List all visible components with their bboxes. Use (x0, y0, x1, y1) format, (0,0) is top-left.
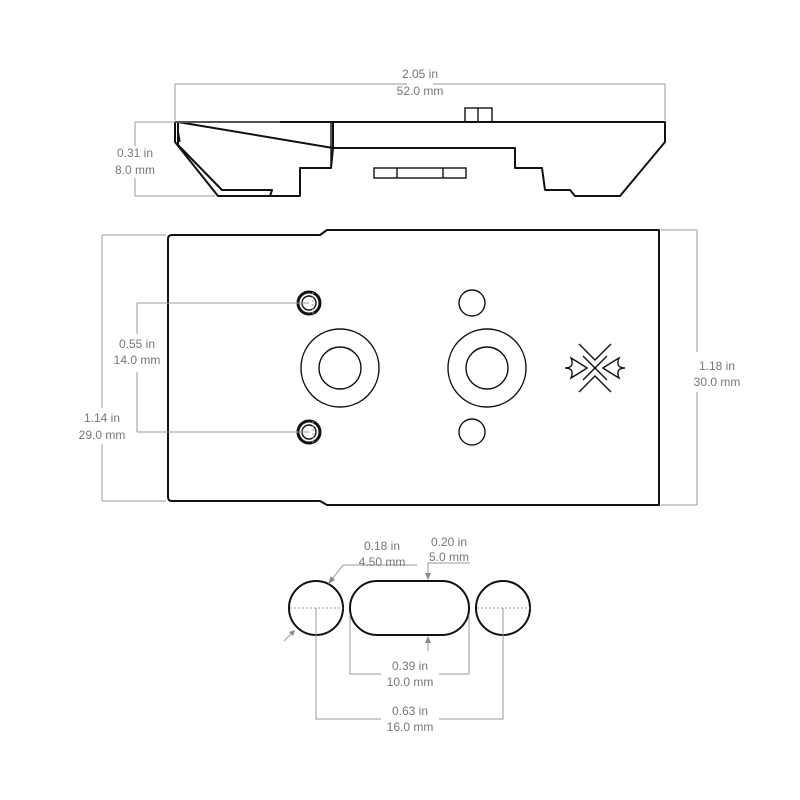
base-width-mm-label: 29.0 mm (79, 428, 126, 442)
hole-detail (288, 580, 531, 636)
plate-top-view (167, 229, 660, 506)
length-mm-label: 52.0 mm (397, 84, 444, 98)
slot-length-dimension-line (349, 615, 470, 675)
screw-spacing-in-label: 0.55 in (119, 337, 155, 351)
height-dimension-line (134, 121, 280, 197)
screw-spacing-dimension-line (136, 302, 309, 433)
slot-length-mm-label: 10.0 mm (387, 675, 434, 689)
length-dimension-line (174, 83, 666, 120)
width-dimension-line (661, 229, 698, 506)
base-width-dimension-line (101, 234, 166, 502)
hole-spacing-dimension-line (315, 608, 504, 720)
slot-width-leader (427, 562, 470, 651)
height-mm-label: 8.0 mm (115, 163, 155, 177)
width-in-label: 1.18 in (699, 359, 735, 373)
hole-spacing-mm-label: 16.0 mm (387, 720, 434, 734)
hole-spacing-in-label: 0.63 in (392, 704, 428, 718)
length-in-label: 2.05 in (402, 67, 438, 81)
hole-diameter-mm-label: 4.50 mm (359, 555, 406, 569)
screw-spacing-mm-label: 14.0 mm (114, 353, 161, 367)
width-mm-label: 30.0 mm (694, 375, 741, 389)
slot-width-mm-label: 5.0 mm (429, 550, 469, 564)
slot-width-in-label: 0.20 in (431, 535, 467, 549)
base-width-in-label: 1.14 in (84, 411, 120, 425)
height-in-label: 0.31 in (117, 146, 153, 160)
logo-icon (564, 343, 626, 393)
hole-diameter-in-label: 0.18 in (364, 539, 400, 553)
side-view (174, 107, 666, 197)
slot-length-in-label: 0.39 in (392, 659, 428, 673)
